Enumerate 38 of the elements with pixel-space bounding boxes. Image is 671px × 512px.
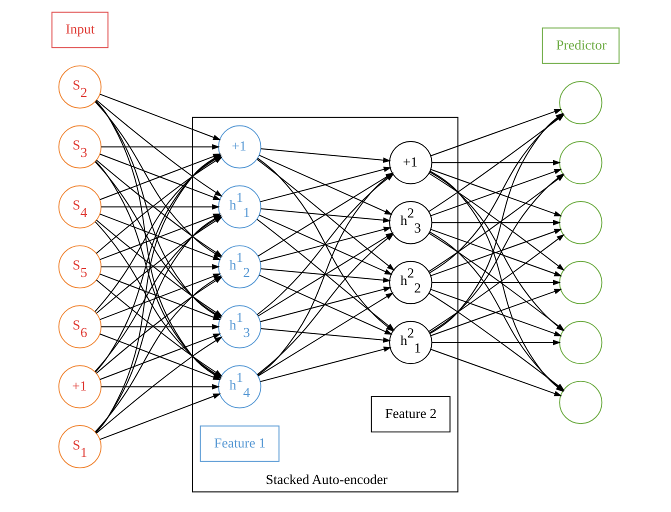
arrow xyxy=(260,286,392,322)
arrow xyxy=(258,214,392,275)
arrow xyxy=(431,160,561,166)
arrow xyxy=(258,274,392,335)
node-circle xyxy=(559,141,602,184)
arrow xyxy=(260,226,392,262)
node-box: Feature 1 xyxy=(200,426,280,462)
node-circle xyxy=(559,320,602,364)
arrow xyxy=(260,148,391,163)
arrow xyxy=(258,154,392,215)
node-circle xyxy=(559,81,602,124)
arrow xyxy=(260,208,391,223)
node-box: Predictor xyxy=(542,27,620,64)
node-circle: +1 xyxy=(58,365,102,408)
node-circle: +1 xyxy=(218,125,262,169)
arrow xyxy=(430,288,562,336)
arrow xyxy=(431,280,561,286)
arrow xyxy=(99,94,221,140)
arrow xyxy=(430,348,562,396)
node-box: Input xyxy=(51,12,108,48)
arrow xyxy=(260,328,391,343)
node-box: Feature 2 xyxy=(370,396,450,432)
arrow xyxy=(100,144,220,150)
node-circle xyxy=(559,260,602,304)
arrow xyxy=(260,166,392,202)
node-circle xyxy=(559,200,602,244)
arrow xyxy=(100,384,220,390)
node-circle: +1 xyxy=(389,141,432,184)
arrow xyxy=(260,268,391,283)
arrow xyxy=(431,340,561,346)
arrow xyxy=(431,220,561,226)
arrow xyxy=(430,228,562,276)
node-circle xyxy=(559,380,602,424)
arrow xyxy=(100,204,220,210)
arrow xyxy=(100,264,220,270)
arrow xyxy=(100,324,220,330)
arrow xyxy=(99,393,221,440)
arrow xyxy=(260,346,392,382)
